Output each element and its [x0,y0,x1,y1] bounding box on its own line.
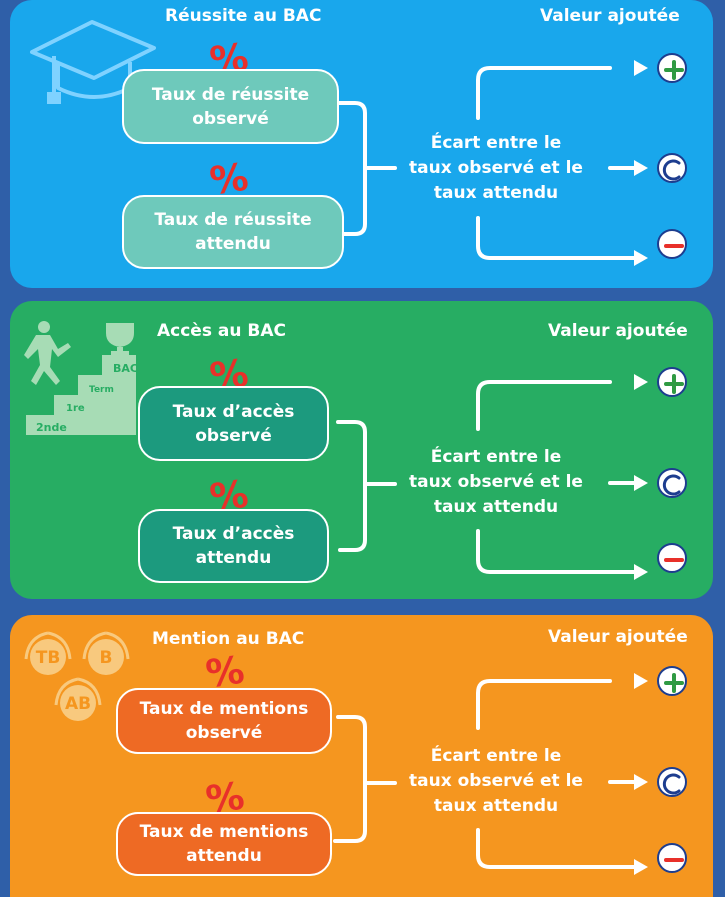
connector-lines [333,673,648,875]
ecart-line: taux observé et le [409,472,583,492]
section-title: Mention au BAC [152,629,305,649]
stairs-label: Term [89,385,114,395]
box-line: Taux de réussite [154,210,312,230]
box-line: attendu [195,234,271,254]
ecart-line: taux attendu [433,796,559,816]
box-line: attendu [195,548,272,568]
box-line: Taux de réussite [151,84,310,105]
ecart-line: taux observé et le [409,771,583,791]
laurel-label: TB [36,648,61,668]
ecart-line: Écart entre le [430,447,562,467]
box-taux-observe: Taux de mentions observé [116,688,332,754]
connector-lines [336,374,648,580]
box-line: observé [192,108,269,129]
ecart-label: Écart entre le taux observé et le taux a… [396,445,596,520]
box-line: observé [195,425,272,446]
box-line: Taux de mentions [139,822,309,842]
connector-lines [336,60,648,266]
box-line: Taux de mentions [139,699,309,719]
section-title: Réussite au BAC [165,6,322,26]
ecart-line: Écart entre le [430,133,562,153]
box-line: Taux d’accès [172,401,295,422]
plus-icon [657,666,687,696]
stairs-trophy-icon: BAC Term 1re 2nde [24,321,138,435]
plus-icon [657,53,687,83]
ecart-line: taux attendu [433,183,559,203]
section-mention: TB B AB Mention au BAC Valeur ajoutée % … [10,615,713,897]
laurel-label: AB [65,694,91,714]
plus-icon [657,367,687,397]
box-line: attendu [186,846,262,866]
section-reussite: Réussite au BAC Valeur ajoutée % Taux de… [10,0,713,288]
section-title: Accès au BAC [157,321,286,341]
box-taux-observe: Taux de réussite observé [122,69,339,144]
equal-circle-icon [657,153,687,183]
stairs-label: 2nde [36,421,67,434]
box-taux-attendu: Taux de mentions attendu [116,812,332,876]
valeur-ajoutee-label: Valeur ajoutée [548,321,688,341]
minus-icon [657,543,687,573]
equal-circle-icon [657,468,687,498]
ecart-line: Écart entre le [430,746,562,766]
ecart-label: Écart entre le taux observé et le taux a… [396,744,596,819]
minus-icon [657,229,687,259]
stairs-label: BAC [113,362,138,375]
minus-icon [657,843,687,873]
ecart-line: taux attendu [433,497,559,517]
valeur-ajoutee-label: Valeur ajoutée [548,627,688,647]
section-acces: BAC Term 1re 2nde Accès au BAC Valeur aj… [10,301,713,599]
ecart-label: Écart entre le taux observé et le taux a… [396,131,596,206]
box-taux-observe: Taux d’accès observé [138,386,329,461]
box-line: observé [185,723,263,743]
box-line: Taux d’accès [172,524,295,544]
laurel-medals-icon: TB B AB [24,631,130,721]
equal-circle-icon [657,767,687,797]
laurel-label: B [100,648,113,668]
box-taux-attendu: Taux d’accès attendu [138,509,329,583]
ecart-line: taux observé et le [409,158,583,178]
box-taux-attendu: Taux de réussite attendu [122,195,344,269]
stairs-label: 1re [66,403,85,414]
valeur-ajoutee-label: Valeur ajoutée [540,6,680,26]
